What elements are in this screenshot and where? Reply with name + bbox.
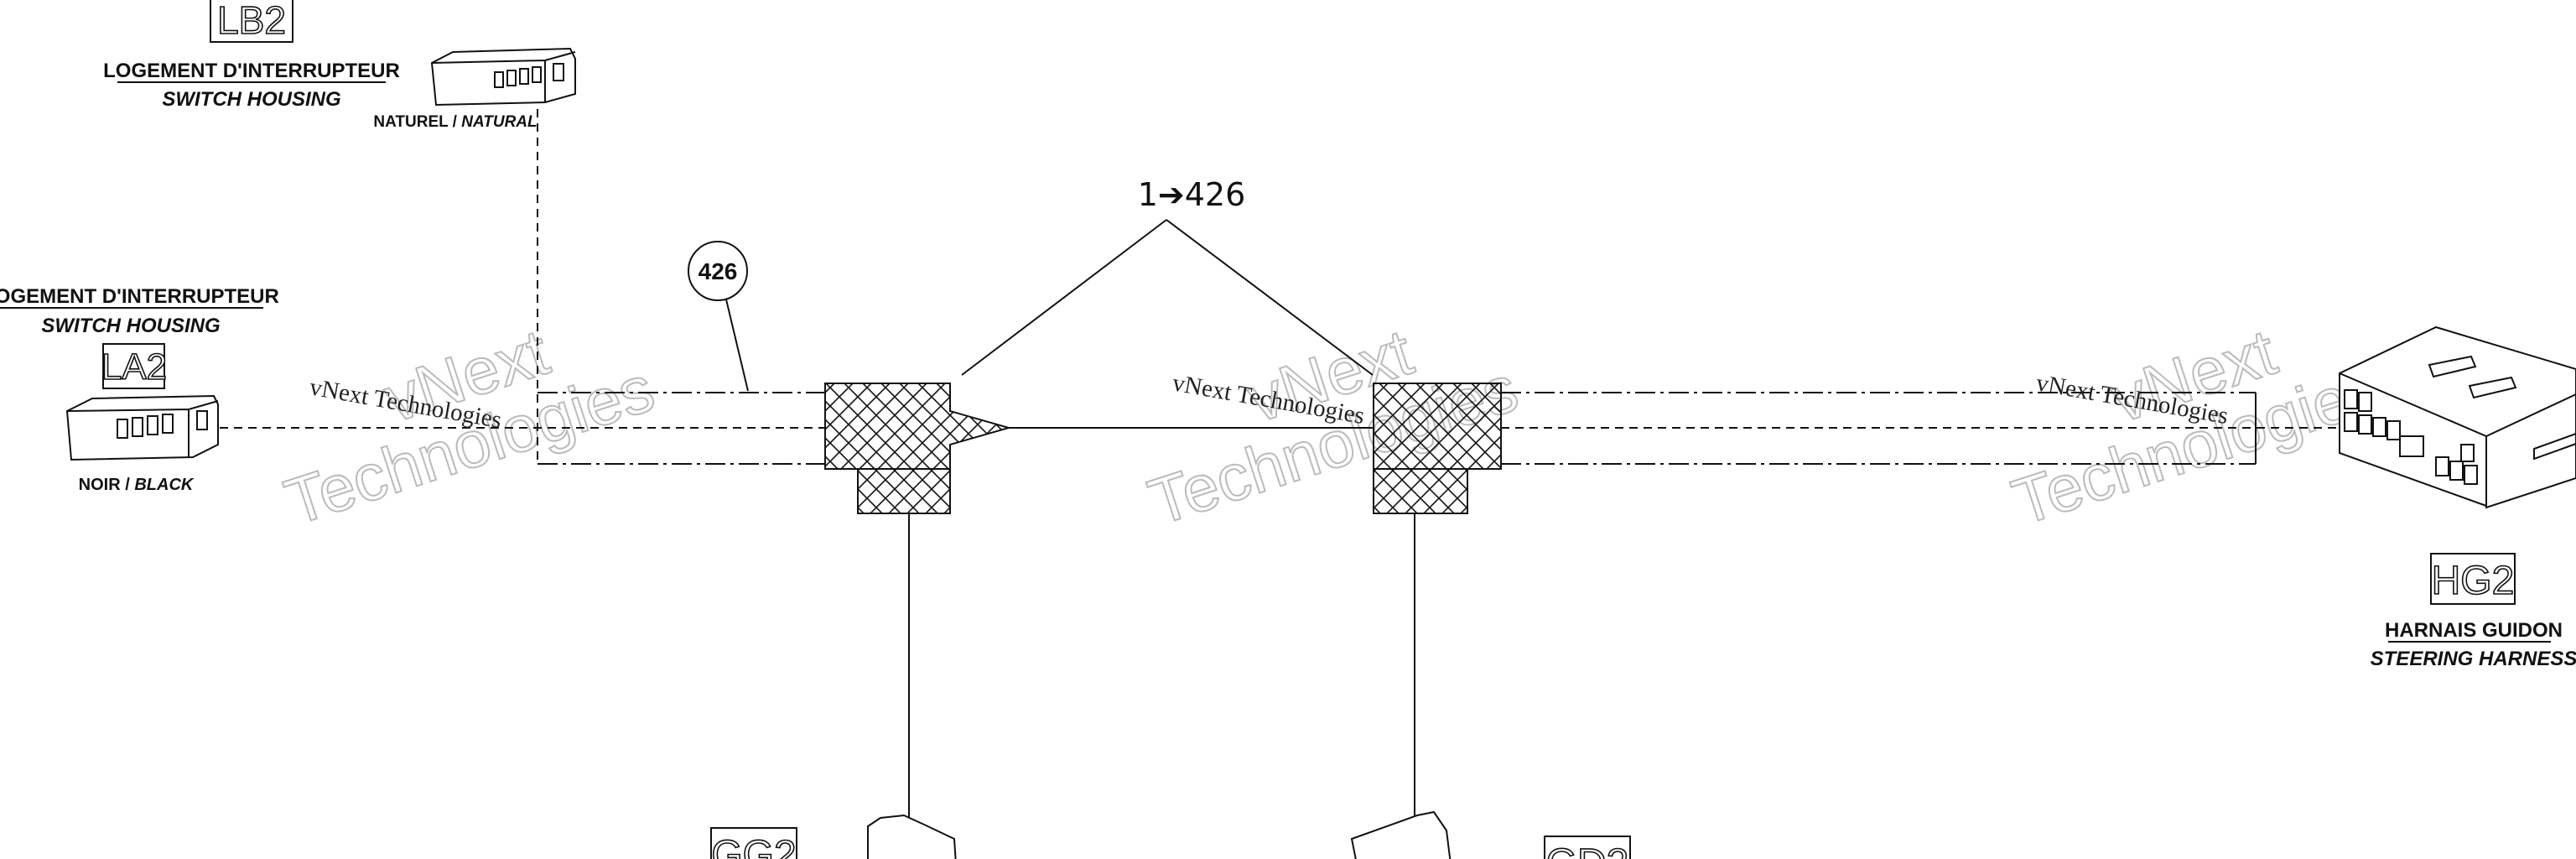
svg-text:STEERING HARNESS: STEERING HARNESS bbox=[2371, 648, 2576, 670]
connector-gg2[interactable]: GG2 bbox=[710, 814, 957, 859]
svg-text:LA2: LA2 bbox=[101, 346, 167, 388]
connector-la2-icon bbox=[65, 394, 219, 461]
svg-text:LOGEMENT D'INTERRUPTEUR: LOGEMENT D'INTERRUPTEUR bbox=[0, 285, 279, 308]
svg-text:HARNAIS GUIDON: HARNAIS GUIDON bbox=[2385, 619, 2563, 642]
svg-text:HG2: HG2 bbox=[2432, 559, 2515, 603]
connector-lb2[interactable]: LB2 LOGEMENT D'INTERRUPTEUR SWITCH HOUSI… bbox=[103, 0, 576, 131]
connector-gd2-icon bbox=[1350, 810, 1452, 859]
svg-text:GG2: GG2 bbox=[711, 833, 796, 859]
part-callout-426[interactable]: 426 bbox=[688, 241, 749, 392]
svg-text:GD2: GD2 bbox=[1546, 841, 1629, 859]
svg-text:NATUREL / NATURAL: NATUREL / NATURAL bbox=[373, 113, 537, 131]
svg-text:SWITCH HOUSING: SWITCH HOUSING bbox=[41, 315, 220, 337]
svg-text:426: 426 bbox=[699, 258, 738, 284]
connector-lb2-icon bbox=[430, 47, 576, 107]
svg-text:1➔426: 1➔426 bbox=[1138, 176, 1246, 213]
svg-text:NOIR / BLACK: NOIR / BLACK bbox=[79, 476, 195, 494]
range-callout: 1➔426 bbox=[961, 176, 1374, 376]
splice-junction-2 bbox=[1373, 383, 1502, 514]
connector-gd2[interactable]: GD2 bbox=[1350, 810, 1631, 859]
svg-text:SWITCH HOUSING: SWITCH HOUSING bbox=[162, 88, 340, 111]
svg-text:LOGEMENT D'INTERRUPTEUR: LOGEMENT D'INTERRUPTEUR bbox=[103, 60, 400, 82]
splice-junction-1 bbox=[824, 383, 1012, 514]
svg-text:LB2: LB2 bbox=[217, 0, 286, 42]
connector-la2[interactable]: LOGEMENT D'INTERRUPTEUR SWITCH HOUSING L… bbox=[0, 285, 279, 494]
connector-hg2[interactable]: HG2 HARNAIS GUIDON STEERING HARNESS bbox=[2339, 325, 2576, 670]
connector-gg2-icon bbox=[867, 814, 957, 859]
connector-hg2-icon bbox=[2339, 325, 2576, 509]
